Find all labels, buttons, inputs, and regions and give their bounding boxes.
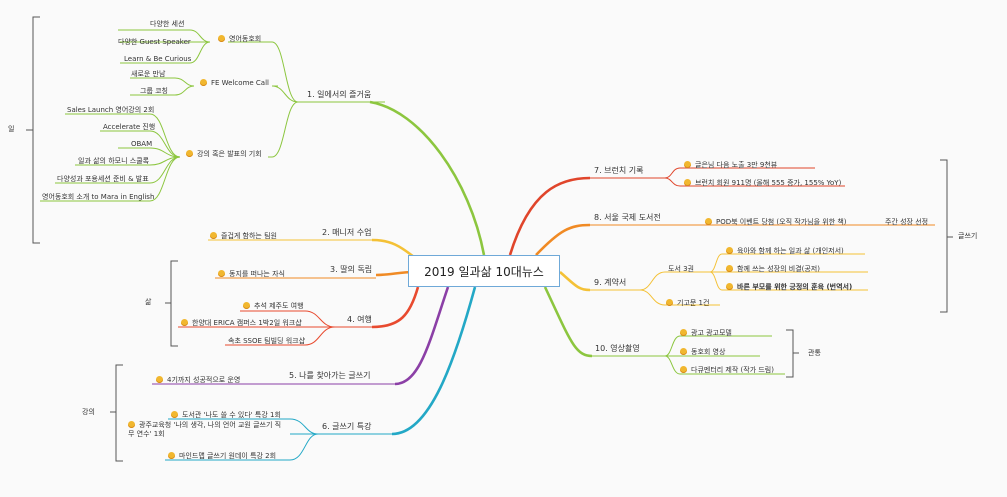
smile-emoji-icon — [156, 376, 163, 383]
branch-5[interactable]: 5. 나를 찾아가는 글쓰기 — [289, 371, 371, 380]
smile-emoji-icon — [684, 161, 691, 168]
subtopic-book-a[interactable]: 육아와 함께 하는 일과 삶 (개인저서) — [726, 247, 844, 256]
group-label-life: 삶 — [145, 298, 152, 306]
smile-emoji-icon — [705, 218, 712, 225]
leaf-item[interactable]: OBAM — [131, 140, 153, 148]
group-label-work: 일 — [8, 125, 15, 133]
branch-1[interactable]: 1. 일에서의 즐거움 — [307, 90, 372, 99]
smile-emoji-icon — [726, 265, 733, 272]
leaf-item[interactable]: Sales Launch 영어강의 2회 — [67, 106, 155, 114]
group-label-writing: 글쓰기 — [958, 232, 978, 240]
leaf-item[interactable]: 다양성과 포용세션 준비 & 발표 — [57, 175, 149, 183]
leaf-item[interactable]: 그룹 코칭 — [140, 87, 168, 95]
smile-emoji-icon — [680, 329, 687, 336]
smile-emoji-icon — [171, 411, 178, 418]
subtopic-weekly[interactable]: 주간 성장 선정 — [885, 218, 929, 226]
smile-emoji-icon — [128, 421, 135, 428]
subtopic-pod[interactable]: POD북 이벤트 당첨 (오직 작가님을 위한 책) — [705, 218, 847, 227]
smile-emoji-icon — [168, 452, 175, 459]
smile-emoji-icon — [726, 247, 733, 254]
branch-4[interactable]: 4. 여행 — [347, 315, 372, 324]
smile-emoji-icon — [200, 79, 207, 86]
subtopic-library[interactable]: 도서관 '나도 쓸 수 있다' 특강 1회 — [171, 411, 281, 420]
subtopic-letter[interactable]: 동지를 떠나는 자식 — [218, 270, 285, 279]
branch-8[interactable]: 8. 서울 국제 도서전 — [594, 213, 661, 222]
leaf-item[interactable]: 다양한 세션 — [150, 20, 185, 28]
life-bracket — [170, 260, 178, 347]
central-topic-label: 2019 일과삶 10대뉴스 — [424, 264, 544, 279]
smile-emoji-icon — [680, 348, 687, 355]
smile-emoji-icon — [218, 270, 225, 277]
lecture-bracket — [115, 364, 123, 462]
group-label-lecture: 강의 — [82, 408, 95, 416]
subtopic-ssoe[interactable]: 속초 SSOE 팀빌딩 워크샵 — [228, 337, 306, 345]
smile-emoji-icon — [181, 319, 188, 326]
subtopic-jeju[interactable]: 추석 제주도 여행 — [243, 302, 304, 311]
smile-emoji-icon — [666, 299, 673, 306]
leaf-item[interactable]: 새로운 만남 — [131, 70, 166, 78]
subtopic-english-club[interactable]: 영어동호회 — [218, 35, 261, 44]
subtopic-fe-call[interactable]: FE Welcome Call — [200, 79, 269, 88]
leaf-item[interactable]: 다양한 Guest Speaker — [118, 38, 191, 46]
central-topic[interactable]: 2019 일과삶 10대뉴스 — [408, 255, 560, 287]
subtopic-book-b[interactable]: 함께 쓰는 성장의 비결(공저) — [726, 265, 820, 274]
branch-7[interactable]: 7. 브런치 기록 — [594, 166, 644, 175]
smile-emoji-icon — [680, 366, 687, 373]
leaf-item[interactable]: Accelerate 진행 — [103, 123, 156, 131]
smile-emoji-icon — [684, 179, 691, 186]
writing-bracket — [940, 159, 948, 313]
smile-emoji-icon — [218, 35, 225, 42]
leaf-item[interactable]: 일과 삶의 하모니 스쿨록 — [78, 157, 150, 165]
branch-2[interactable]: 2. 매니저 수업 — [322, 228, 372, 237]
subtopic-contrib[interactable]: 기고문 1건 — [666, 299, 709, 308]
subtopic-lecture-chance[interactable]: 강의 혹은 발표의 기회 — [186, 150, 262, 159]
leaf-item[interactable]: 영어동호회 소개 to Mara in English — [42, 193, 155, 201]
subtopic-erica[interactable]: 한양대 ERICA 캠퍼스 1박2일 워크샵 — [181, 319, 302, 328]
smile-emoji-icon — [726, 283, 733, 290]
subtopic-ad[interactable]: 광고 광고모델 — [680, 329, 732, 338]
subtopic-mindful[interactable]: 마인드맵 글쓰기 원데이 특강 2회 — [168, 452, 276, 461]
subtopic-books3[interactable]: 도서 3권 — [668, 265, 694, 273]
subtopic-gwangju[interactable]: 광주교육청 '나의 생각, 나의 언어 교원 글쓰기 직무 연수' 1회 — [128, 421, 282, 438]
subtopic-club-video[interactable]: 동호회 영상 — [680, 348, 725, 357]
branch-9[interactable]: 9. 계약서 — [594, 278, 627, 287]
branch-3[interactable]: 3. 딸의 독립 — [330, 265, 373, 274]
subtopic-documentary[interactable]: 다큐멘터리 제작 (작가 드림) — [680, 366, 774, 375]
subtopic-four-season[interactable]: 4기까지 성공적으로 운영 — [156, 376, 240, 385]
smile-emoji-icon — [210, 232, 217, 239]
group-label-relation: 관통 — [808, 349, 821, 357]
smile-emoji-icon — [243, 302, 250, 309]
subtopic-book-c[interactable]: 바른 부모를 위한 긍정의 훈육 (번역서) — [726, 283, 852, 292]
relation-bracket — [786, 329, 794, 378]
subtopic-hiring[interactable]: 즐겁게 함하는 팀원 — [210, 232, 277, 241]
branch-6[interactable]: 6. 글쓰기 특강 — [322, 422, 372, 431]
smile-emoji-icon — [186, 150, 193, 157]
work-bracket — [32, 16, 40, 244]
subtopic-brunch-members[interactable]: 브런치 회원 911명 (올해 555 증가, 155% YoY) — [684, 179, 841, 188]
leaf-item[interactable]: Learn & Be Curious — [124, 55, 192, 63]
branch-10[interactable]: 10. 영상촬영 — [595, 344, 640, 353]
subtopic-brunch-views[interactable]: 글은님 다음 노출 3만 9천뷰 — [684, 161, 777, 170]
